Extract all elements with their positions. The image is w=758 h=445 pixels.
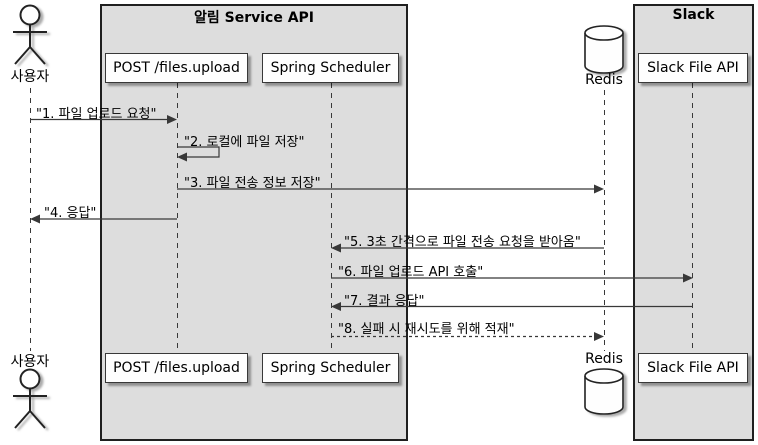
participant-label: Spring Scheduler xyxy=(270,360,391,376)
participant-label: Slack File API xyxy=(647,360,739,376)
participant-label: Slack File API xyxy=(647,60,739,76)
participant-slack-file-api-top: Slack File API xyxy=(638,53,748,83)
participant-post-files-upload-top: POST /files.upload xyxy=(105,53,248,83)
actor-user-top-icon xyxy=(13,4,47,65)
participant-spring-scheduler-bottom: Spring Scheduler xyxy=(262,353,399,383)
actor-user-bottom-icon xyxy=(13,368,47,429)
database-redis-bottom-label: Redis xyxy=(585,351,623,367)
group-box-service-api-title: 알림 Service API xyxy=(193,10,314,26)
database-redis-top-icon xyxy=(584,25,624,74)
actor-user-top-label: 사용자 xyxy=(10,69,50,85)
message-label-6: "6. 파일 업로드 API 호출" xyxy=(338,265,484,280)
participant-label: POST /files.upload xyxy=(113,60,240,76)
database-redis-top-label: Redis xyxy=(585,72,623,88)
actor-user-bottom-label: 사용자 xyxy=(10,354,50,370)
participant-post-files-upload-bottom: POST /files.upload xyxy=(105,353,248,383)
message-label-2: "2. 로컬에 파일 저장" xyxy=(184,135,305,150)
message-label-4: "4. 응답" xyxy=(44,206,97,221)
message-label-7: "7. 결과 응답" xyxy=(344,294,425,309)
message-label-3: "3. 파일 전송 정보 저장" xyxy=(184,176,321,191)
message-label-8: "8. 실패 시 재시도를 위해 적재" xyxy=(338,322,515,337)
participant-slack-file-api-bottom: Slack File API xyxy=(638,353,748,383)
database-redis-bottom-icon xyxy=(584,368,624,415)
message-label-5: "5. 3초 간격으로 파일 전송 요청을 받아옴" xyxy=(344,235,581,250)
group-box-slack-title: Slack xyxy=(672,7,715,23)
participant-spring-scheduler-top: Spring Scheduler xyxy=(262,53,399,83)
participant-label: POST /files.upload xyxy=(113,360,240,376)
message-label-1: "1. 파일 업로드 요청" xyxy=(36,107,157,122)
participant-label: Spring Scheduler xyxy=(270,60,391,76)
